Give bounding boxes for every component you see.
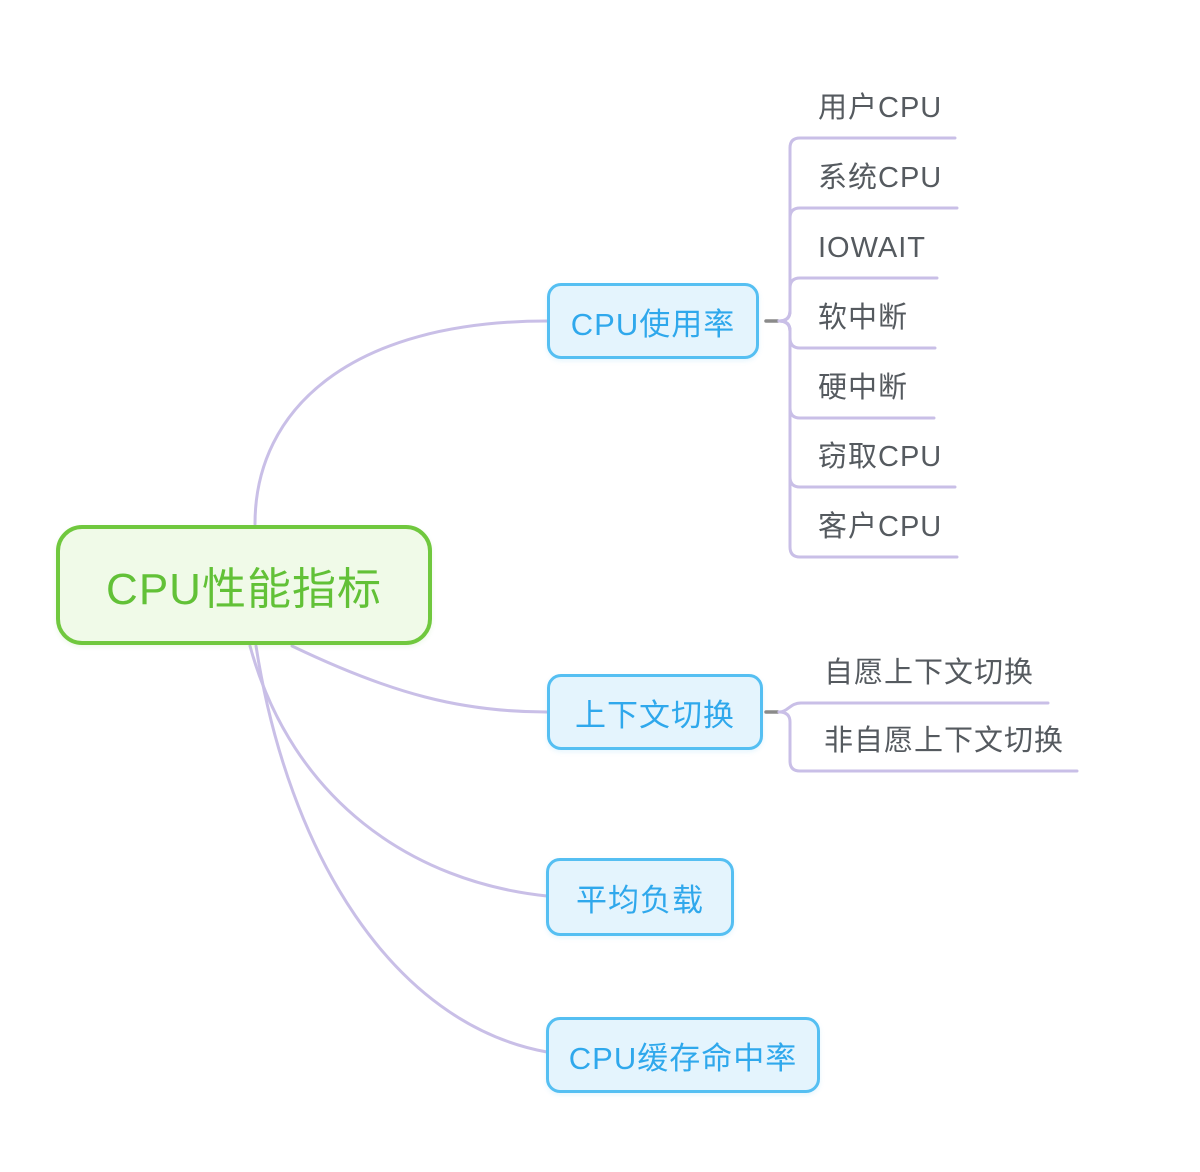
branch-node-load-average[interactable]: 平均负载 (546, 858, 734, 936)
edge-voluntary-context-switch (777, 701, 1050, 714)
child-node-steal-cpu[interactable]: 窃取CPU (818, 441, 943, 473)
edge-root-to-cpu-usage (253, 319, 549, 526)
child-node-soft-irq[interactable]: 软中断 (818, 302, 909, 334)
branch-node-cache-hit-rate[interactable]: CPU缓存命中率 (546, 1017, 820, 1093)
root-node-cpu-metrics[interactable]: CPU性能指标 (56, 525, 432, 645)
child-node-hard-irq[interactable]: 硬中断 (818, 372, 909, 404)
branch-node-context-switch[interactable]: 上下文切换 (547, 674, 763, 750)
edge-root-to-cache-hit (254, 644, 549, 1054)
edge-root-to-context-switch (290, 644, 549, 714)
branch-node-label: 上下文切换 (575, 697, 735, 733)
branch-node-label: CPU缓存命中率 (568, 1040, 798, 1076)
child-node-system-cpu[interactable]: 系统CPU (818, 162, 943, 194)
child-node-guest-cpu[interactable]: 客户CPU (818, 511, 943, 543)
branch-node-label: 平均负载 (576, 882, 704, 918)
child-node-voluntary-context-switch[interactable]: 自愿上下文切换 (824, 657, 1035, 689)
edge-root-to-load-average (248, 644, 549, 898)
root-node-label: CPU性能指标 (106, 565, 382, 614)
child-node-involuntary-context-switch[interactable]: 非自愿上下文切换 (824, 725, 1065, 757)
child-node-user-cpu[interactable]: 用户CPU (818, 92, 943, 124)
branch-node-cpu-usage[interactable]: CPU使用率 (547, 283, 759, 359)
child-node-iowait[interactable]: IOWAIT (818, 232, 927, 264)
branch-node-label: CPU使用率 (570, 306, 736, 342)
